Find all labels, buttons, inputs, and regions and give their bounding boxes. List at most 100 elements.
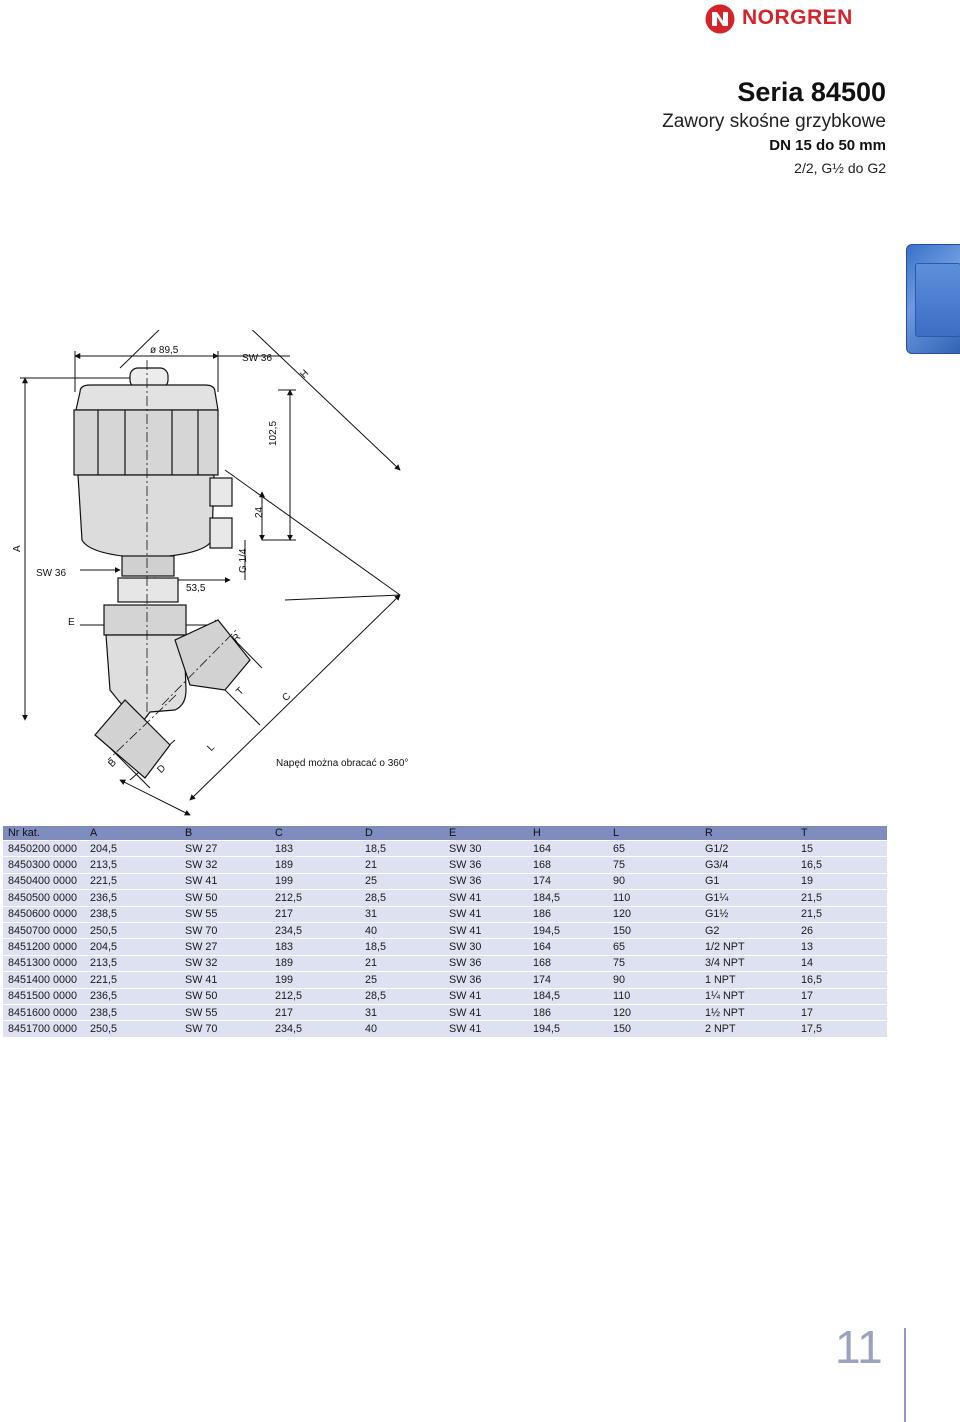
- dimension-cell: G2: [699, 921, 795, 939]
- dimension-cell: 186: [527, 905, 607, 923]
- dim-c: C: [280, 691, 293, 704]
- catalog-number-cell: 8451400 0000: [3, 971, 84, 989]
- dimension-cell: 40: [359, 921, 443, 939]
- dimension-cell: 13: [795, 938, 887, 956]
- dimension-cell: 189: [269, 954, 359, 972]
- brand-name: NORGREN: [742, 6, 853, 29]
- dimension-cell: 16,5: [795, 971, 887, 989]
- catalog-number-cell: 8450600 0000: [3, 905, 84, 923]
- dimension-cell: 183: [269, 938, 359, 956]
- dimension-cell: SW 27: [179, 839, 269, 857]
- dimension-cell: 164: [527, 839, 607, 857]
- dimension-cell: SW 41: [443, 905, 527, 923]
- dim-sw36-left: SW 36: [36, 568, 66, 579]
- dimension-cell: 1¼ NPT: [699, 987, 795, 1005]
- dimension-cell: 217: [269, 905, 359, 923]
- dimension-cell: 40: [359, 1020, 443, 1037]
- col-header: E: [443, 826, 527, 841]
- col-header: T: [795, 826, 887, 841]
- dimension-cell: 28,5: [359, 987, 443, 1005]
- dimension-cell: 184,5: [527, 987, 607, 1005]
- dimension-cell: 21: [359, 954, 443, 972]
- dimension-cell: SW 55: [179, 1003, 269, 1021]
- dimension-cell: 15: [795, 839, 887, 857]
- dimension-cell: G1/2: [699, 839, 795, 857]
- dim-t: T: [234, 686, 246, 698]
- norgren-logo: NORGREN: [704, 3, 888, 35]
- dimension-cell: 250,5: [84, 921, 179, 939]
- page-number-rule: [904, 1328, 906, 1422]
- rotation-note: Napęd można obracać o 360°: [276, 758, 409, 769]
- dimension-cell: 164: [527, 938, 607, 956]
- dimension-cell: SW 50: [179, 987, 269, 1005]
- dimension-cell: SW 36: [443, 872, 527, 890]
- dimension-cell: 199: [269, 971, 359, 989]
- dimension-cell: 18,5: [359, 839, 443, 857]
- dimension-cell: 110: [607, 889, 699, 907]
- dimension-cell: 65: [607, 938, 699, 956]
- dimension-cell: 75: [607, 856, 699, 874]
- dimension-cell: SW 70: [179, 1020, 269, 1037]
- dimension-cell: SW 70: [179, 921, 269, 939]
- dimension-cell: 204,5: [84, 938, 179, 956]
- dim-h: H: [298, 368, 311, 381]
- dimension-cell: 183: [269, 839, 359, 857]
- dimension-cell: 1/2 NPT: [699, 938, 795, 956]
- dimension-cell: 25: [359, 872, 443, 890]
- col-header: B: [179, 826, 269, 841]
- dimension-cell: 238,5: [84, 905, 179, 923]
- dim-g14: G 1/4: [238, 548, 249, 573]
- catalog-number-cell: 8450200 0000: [3, 839, 84, 857]
- dimension-cell: 236,5: [84, 889, 179, 907]
- col-header: Nr kat.: [3, 826, 84, 841]
- dn-range: DN 15 do 50 mm: [769, 137, 886, 154]
- dimension-cell: SW 41: [443, 921, 527, 939]
- dimension-cell: 213,5: [84, 856, 179, 874]
- dimension-cell: SW 41: [443, 987, 527, 1005]
- dimension-cell: 1½ NPT: [699, 1003, 795, 1021]
- dim-l: L: [205, 742, 217, 754]
- dimension-cell: 204,5: [84, 839, 179, 857]
- dimension-cell: 110: [607, 987, 699, 1005]
- dimension-cell: 234,5: [269, 921, 359, 939]
- dimension-cell: 194,5: [527, 921, 607, 939]
- series-title: Seria 84500: [737, 77, 886, 107]
- catalog-number-cell: 8450400 0000: [3, 872, 84, 890]
- dimension-cell: SW 36: [443, 856, 527, 874]
- dimension-cell: 21: [359, 856, 443, 874]
- dimension-cell: G1½: [699, 905, 795, 923]
- dimension-cell: 174: [527, 971, 607, 989]
- dimension-cell: 18,5: [359, 938, 443, 956]
- thread-range: 2/2, G½ do G2: [794, 160, 886, 176]
- catalog-number-cell: 8451500 0000: [3, 987, 84, 1005]
- dim-diameter: ø 89,5: [150, 345, 179, 356]
- dimension-cell: 21,5: [795, 889, 887, 907]
- product-photo: [906, 244, 960, 354]
- dimension-cell: 31: [359, 905, 443, 923]
- product-photo-detail: [915, 263, 960, 337]
- dim-a: A: [12, 545, 23, 552]
- dimension-cell: 168: [527, 856, 607, 874]
- dimension-cell: SW 50: [179, 889, 269, 907]
- product-subtitle: Zawory skośne grzybkowe: [662, 111, 886, 132]
- dimension-cell: 26: [795, 921, 887, 939]
- dim-d: D: [155, 763, 168, 776]
- dimension-cell: 2 NPT: [699, 1020, 795, 1037]
- col-header: A: [84, 826, 179, 841]
- norgren-emblem-icon: [705, 4, 735, 34]
- dimension-cell: 3/4 NPT: [699, 954, 795, 972]
- dimension-cell: 212,5: [269, 889, 359, 907]
- title-block: Seria 84500 Zawory skośne grzybkowe DN 1…: [486, 76, 886, 179]
- dimension-cell: 65: [607, 839, 699, 857]
- dimension-cell: SW 27: [179, 938, 269, 956]
- dimension-cell: 90: [607, 872, 699, 890]
- dimension-cell: 25: [359, 971, 443, 989]
- dimension-cell: 184,5: [527, 889, 607, 907]
- dim-e: E: [68, 617, 75, 628]
